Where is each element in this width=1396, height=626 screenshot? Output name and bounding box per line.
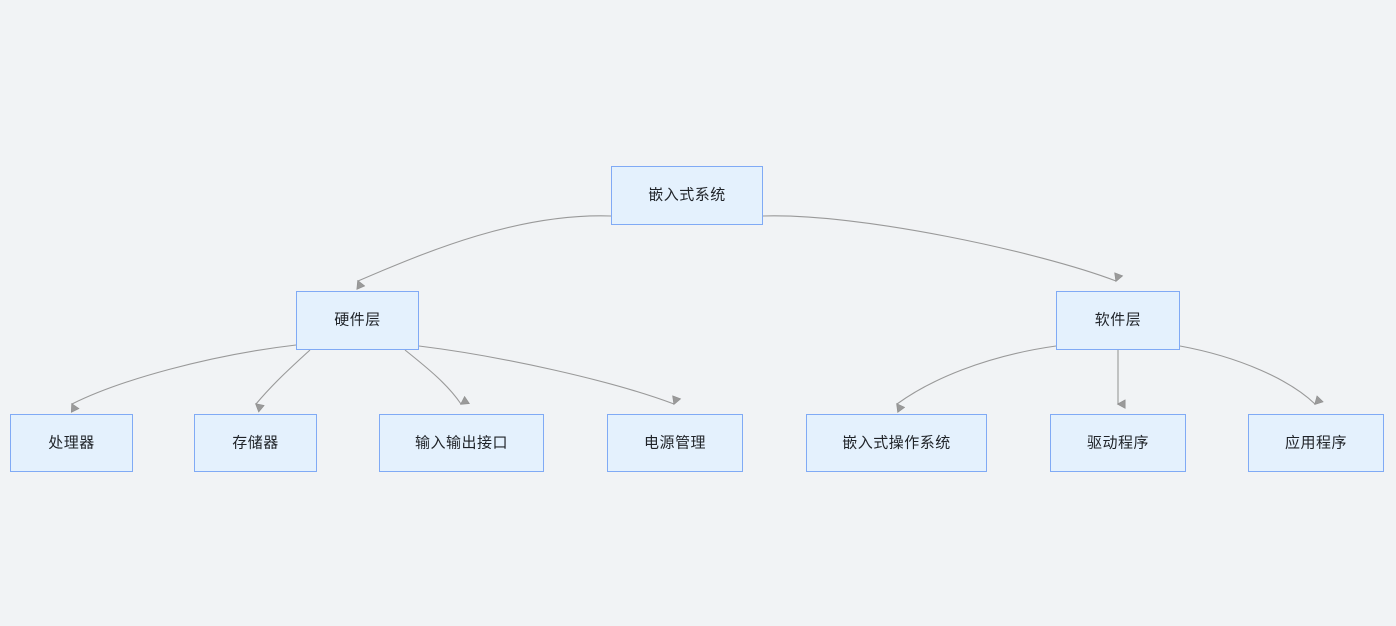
edge-hw-to-mem xyxy=(256,349,311,404)
node-power[interactable]: 电源管理 xyxy=(607,414,743,472)
node-label: 电源管理 xyxy=(643,434,706,451)
edge-sw-to-app xyxy=(1179,345,1315,404)
node-root[interactable]: 嵌入式系统 xyxy=(611,166,763,225)
node-label: 嵌入式系统 xyxy=(648,186,726,204)
edge-hw-to-io xyxy=(404,349,461,404)
node-label: 处理器 xyxy=(48,434,95,451)
node-label: 软件层 xyxy=(1094,311,1142,329)
edge-root-to-sw xyxy=(762,215,1116,281)
edge-hw-to-cpu xyxy=(72,344,297,404)
node-label: 硬件层 xyxy=(334,311,381,329)
node-io[interactable]: 输入输出接口 xyxy=(379,414,544,472)
node-label: 应用程序 xyxy=(1284,434,1347,451)
edge-hw-to-power xyxy=(418,345,674,404)
node-cpu[interactable]: 处理器 xyxy=(10,414,133,472)
node-driver[interactable]: 驱动程序 xyxy=(1050,414,1186,472)
edge-root-to-hw xyxy=(358,215,612,281)
node-hw[interactable]: 硬件层 xyxy=(296,291,419,350)
node-label: 驱动程序 xyxy=(1086,434,1149,451)
node-os[interactable]: 嵌入式操作系统 xyxy=(806,414,987,472)
node-label: 存储器 xyxy=(232,434,279,451)
edge-sw-to-os xyxy=(897,345,1057,404)
node-mem[interactable]: 存储器 xyxy=(194,414,317,472)
node-sw[interactable]: 软件层 xyxy=(1056,291,1180,350)
node-label: 嵌入式操作系统 xyxy=(842,434,951,451)
node-app[interactable]: 应用程序 xyxy=(1248,414,1384,472)
node-label: 输入输出接口 xyxy=(414,434,508,451)
